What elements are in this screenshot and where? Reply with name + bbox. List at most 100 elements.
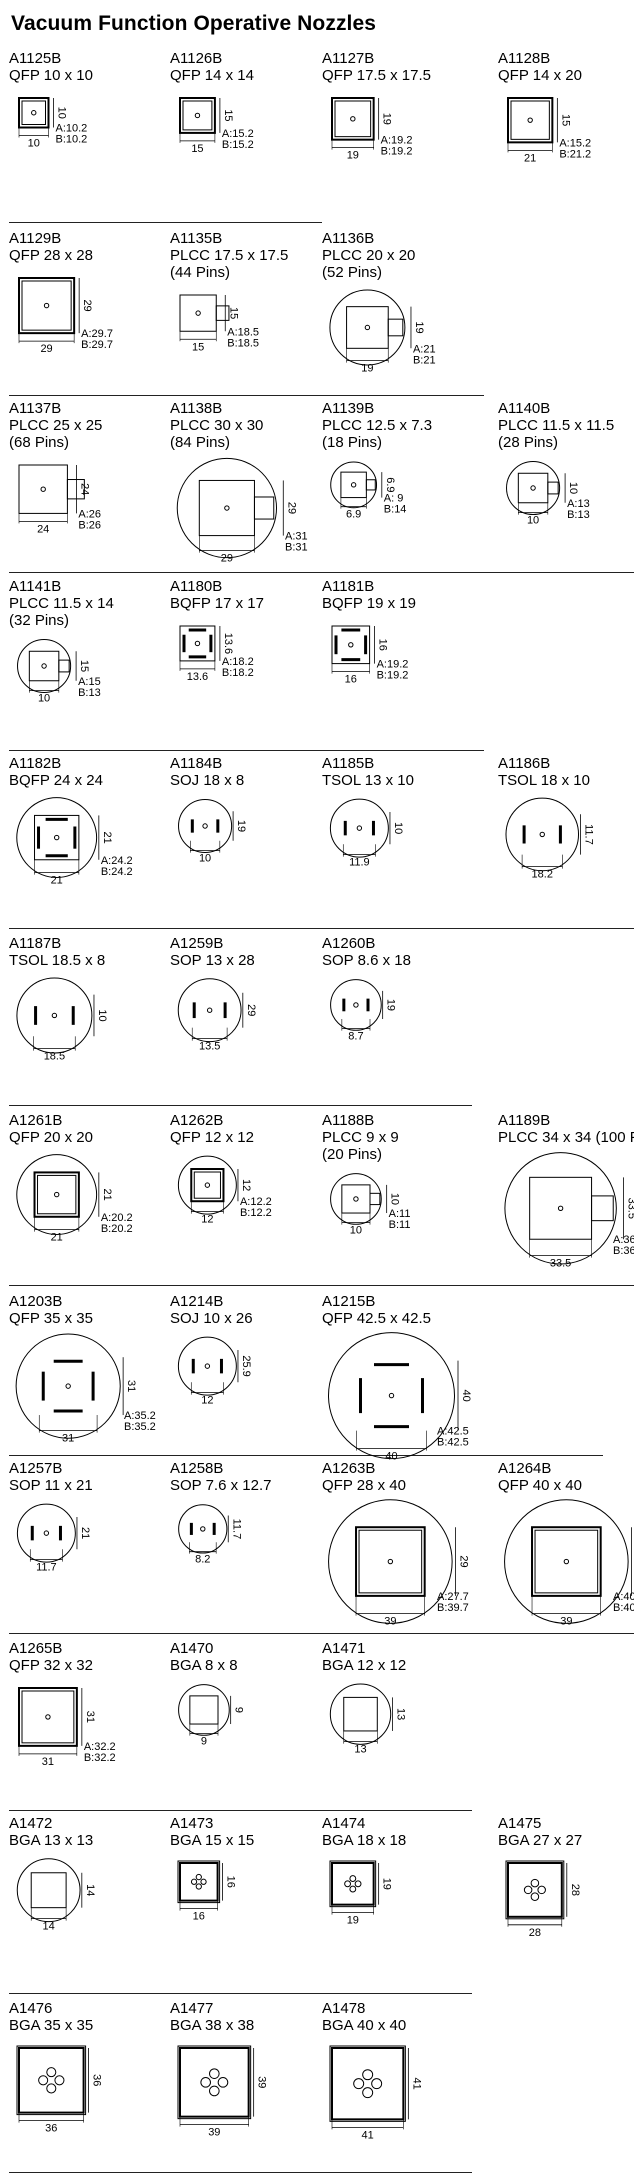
dimension-b-label: B:13 (567, 509, 590, 521)
nozzle-tube (369, 1192, 381, 1206)
nozzle-outline (505, 797, 580, 872)
dimension-b-label: B:31 (285, 542, 308, 554)
dimension-y-label: 29 (458, 1555, 470, 1567)
nozzle-inner (334, 100, 372, 138)
nozzle-code: A1264B (498, 1460, 552, 1477)
nozzle-outline (177, 1155, 237, 1215)
dimension-a-label: A:15.2 (222, 128, 254, 140)
dimension-b-label: B:11 (389, 1219, 411, 1231)
dimension-y-label: 19 (381, 113, 393, 125)
dimension-y-label: 12 (240, 1179, 252, 1191)
dimension-b-label: B:36.5 (613, 1245, 634, 1257)
dimension-x-label: 6.9 (346, 509, 361, 521)
nozzle-tube (591, 1195, 614, 1222)
dimension-b-label: B:14 (384, 504, 407, 516)
dimension-x-label: 28 (529, 1927, 541, 1939)
nozzle-outline (504, 1152, 617, 1265)
vent-hole (190, 1878, 198, 1885)
nozzle-code: A1474 (322, 1815, 366, 1832)
dimension-y-label: 24 (78, 483, 90, 495)
nozzle-spec: BGA 15 x 15 (170, 1832, 255, 1849)
nozzle-outline (16, 797, 98, 879)
dimension-y-label: 19 (235, 820, 247, 832)
nozzle-outline (178, 798, 233, 854)
vacuum-hole (204, 1182, 211, 1188)
nozzle-outline (329, 1683, 392, 1745)
nozzle-inner (182, 100, 213, 131)
nozzle-tube (387, 318, 404, 337)
nozzle-code: A1203B (9, 1293, 63, 1310)
nozzle-spec: QFP 35 x 35 (9, 1310, 93, 1327)
nozzle-spec: BQFP 17 x 17 (170, 595, 264, 612)
dimension-b-label: B:13 (78, 687, 101, 699)
nozzle-body (18, 2047, 85, 2114)
vacuum-hole (224, 505, 230, 511)
nozzle-tube (365, 479, 376, 491)
dimension-x-label: 31 (62, 1433, 74, 1445)
nozzle-body (189, 1516, 216, 1543)
nozzle-body (30, 1872, 67, 1909)
dimension-y-label: 10 (392, 822, 404, 834)
dimension-a-label: A:35.2 (124, 1410, 156, 1422)
dimension-x-label: 16 (193, 1911, 205, 1923)
dimension-x-label: 10 (38, 693, 50, 705)
dimension-b-label: B:42.5 (437, 1437, 469, 1449)
dimension-x-label: 13.6 (187, 671, 208, 683)
nozzle-code: A1473 (170, 1815, 214, 1832)
vacuum-hole (356, 825, 363, 831)
dimension-y-label: 31 (84, 1711, 96, 1723)
nozzle-body (331, 625, 371, 665)
nozzle-spec: QFP 14 x 14 (170, 67, 254, 84)
nozzle-tube (215, 305, 230, 321)
nozzle-spec: BQFP 19 x 19 (322, 595, 416, 612)
nozzle-inner (510, 100, 550, 140)
dimension-x-label: 29 (40, 343, 52, 355)
dimension-b-label: B:10.2 (56, 134, 88, 146)
dimension-b-label: B:18.2 (222, 667, 254, 679)
nozzle-body (18, 277, 76, 335)
nozzle-code: A1186B (498, 755, 551, 772)
vacuum-hole (53, 834, 60, 841)
vent-hole (530, 1878, 540, 1888)
nozzle-outline (329, 289, 406, 366)
vacuum-hole (43, 1530, 50, 1536)
dimension-x-label: 15 (191, 143, 203, 155)
vent-hole (195, 1873, 202, 1881)
nozzle-inner (193, 1171, 221, 1199)
nozzle-spec: SOP 11 x 21 (9, 1477, 93, 1494)
nozzle-spec: PLCC 11.5 x 14 (9, 595, 114, 612)
vacuum-hole (527, 117, 533, 123)
nozzle-body (346, 306, 389, 349)
vacuum-hole (195, 310, 201, 316)
dimension-a-label: A:29.7 (81, 328, 113, 340)
vacuum-hole (41, 663, 47, 669)
nozzle-code: A1477 (170, 2000, 214, 2017)
row-divider (9, 1633, 634, 1634)
dimension-x-label: 31 (42, 1756, 54, 1768)
nozzle-code: A1181B (322, 578, 375, 595)
nozzle-spec: QFP 20 x 20 (9, 1129, 93, 1146)
nozzle-outline (177, 1336, 237, 1396)
nozzle-code: A1139B (322, 400, 375, 417)
nozzle-body (34, 995, 76, 1037)
